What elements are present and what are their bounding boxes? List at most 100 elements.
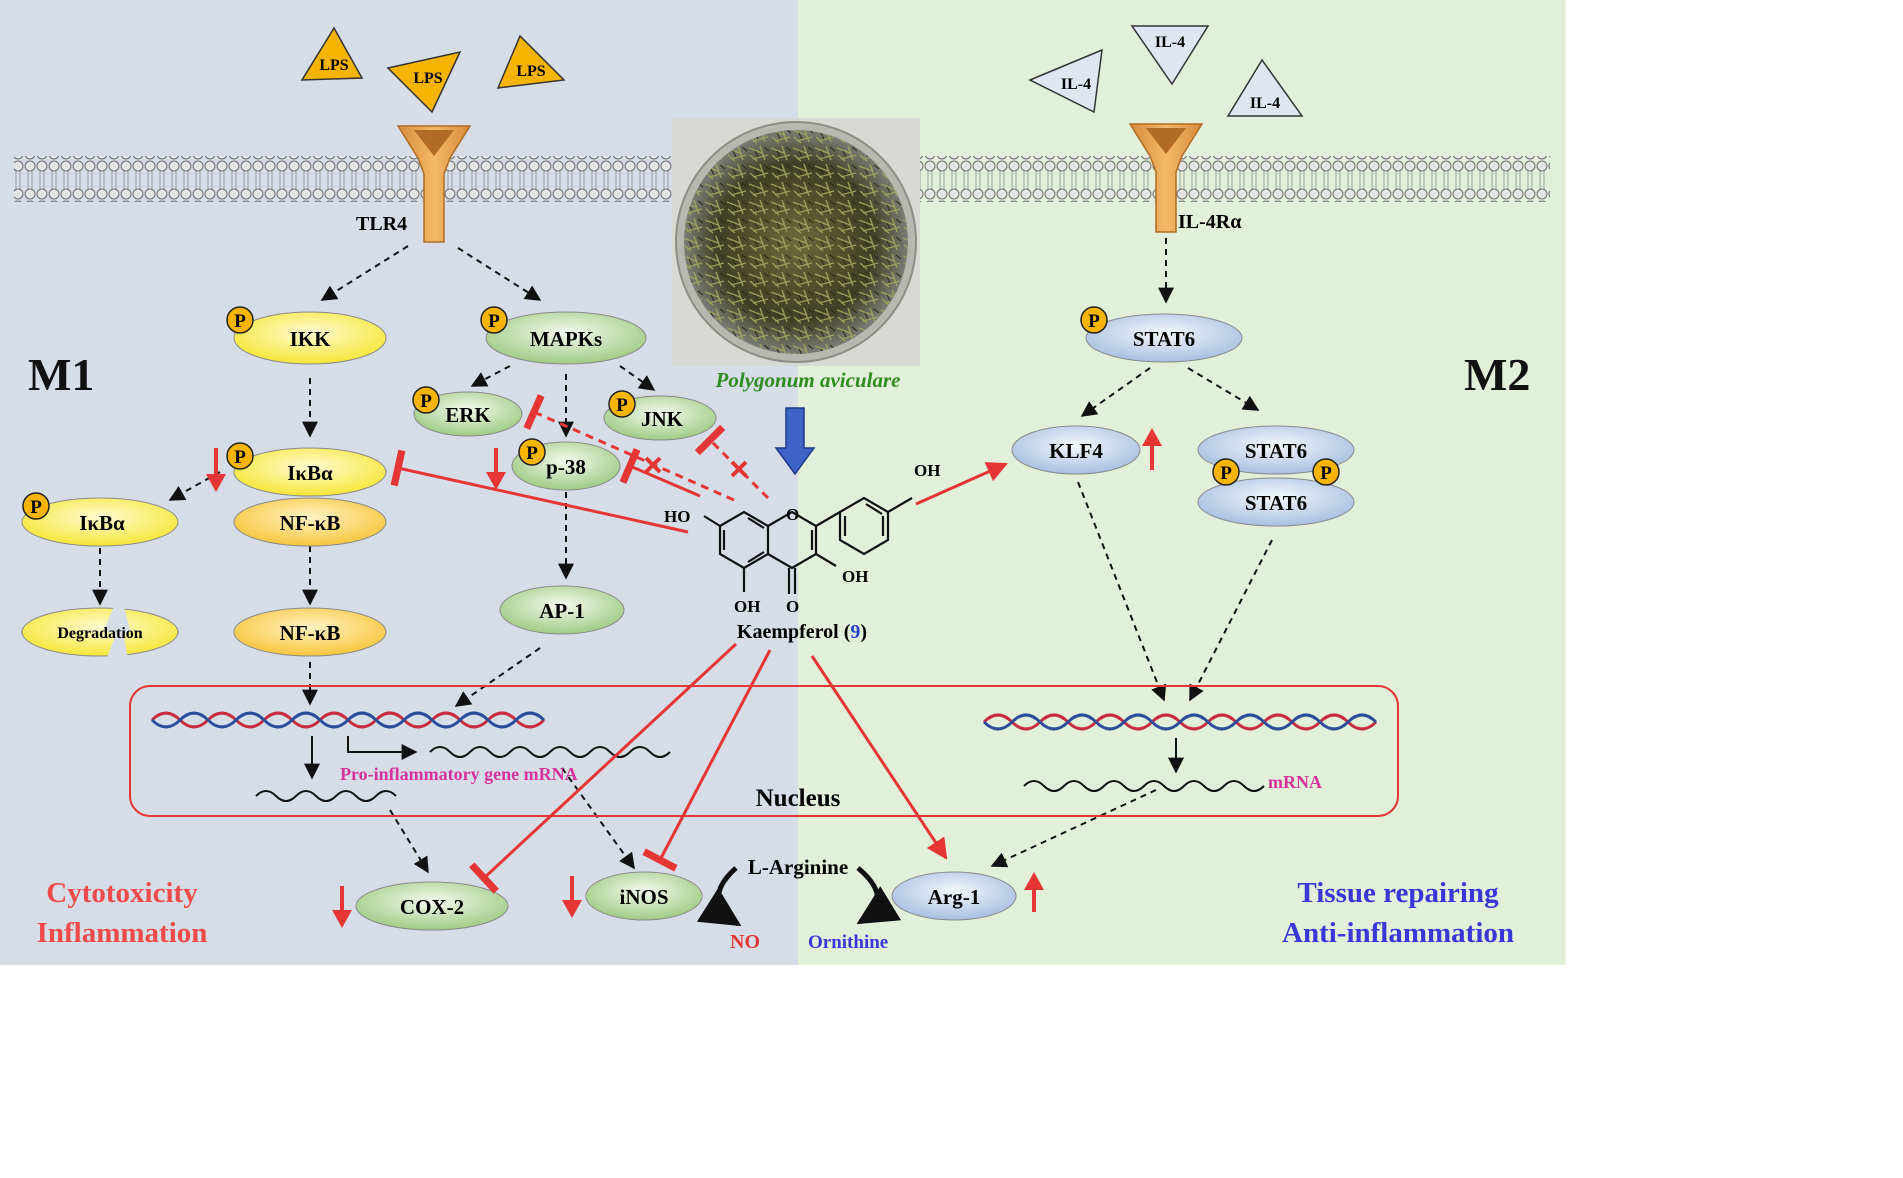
phosphate-icon: P xyxy=(226,442,254,470)
compound-name: Kaempferol xyxy=(737,621,839,643)
up-arrow-icon xyxy=(1142,428,1162,470)
stat6-dimer-bottom-node: STAT6 xyxy=(1197,477,1355,527)
svg-text:Arg-1: Arg-1 xyxy=(928,885,980,909)
svg-text:COX-2: COX-2 xyxy=(400,895,464,919)
degradation-node: Degradation xyxy=(21,606,179,660)
il4-ligand: IL-4 xyxy=(1226,58,1304,117)
down-arrow-icon xyxy=(332,886,352,928)
phosphate-icon: P xyxy=(608,390,636,418)
m2-outcome-line1: Tissue repairing xyxy=(1297,877,1499,909)
down-arrow-icon xyxy=(206,448,226,492)
pathway-diagram: M1 M2 LPS LPS LPS IL-4 IL-4 IL-4 TLR4 IL… xyxy=(0,0,1566,965)
atom-oh-c3: OH xyxy=(842,567,868,586)
dna-helix-icon xyxy=(982,713,1378,731)
svg-text:AP-1: AP-1 xyxy=(539,599,585,623)
svg-text:IκBα: IκBα xyxy=(287,461,333,485)
ikk-node: IKK xyxy=(233,311,387,365)
cox2-node: COX-2 xyxy=(355,881,509,931)
svg-text:STAT6: STAT6 xyxy=(1133,327,1195,351)
phosphate-icon: P xyxy=(1080,306,1108,334)
phospho-ikba-node: IκBα xyxy=(21,497,179,547)
svg-text:IκBα: IκBα xyxy=(79,511,125,535)
svg-text:P: P xyxy=(1088,311,1100,332)
kaempferol-structure xyxy=(703,496,913,594)
cell-membrane-right xyxy=(918,156,1550,202)
atom-carbonyl-o: O xyxy=(786,597,799,616)
lps-label: LPS xyxy=(516,63,545,80)
nucleus-boundary xyxy=(129,685,1399,817)
mrna-strand-icon xyxy=(255,746,1265,802)
svg-text:KLF4: KLF4 xyxy=(1049,439,1103,463)
lps-label: LPS xyxy=(413,70,442,87)
lps-ligand: LPS xyxy=(386,50,462,114)
il4-ligand: IL-4 xyxy=(1130,25,1210,86)
klf4-node: KLF4 xyxy=(1011,425,1141,475)
phosphate-icon: P xyxy=(518,438,546,466)
ap1-node: AP-1 xyxy=(499,585,625,635)
down-arrow-icon xyxy=(562,876,582,918)
plant-sample-image xyxy=(672,118,920,366)
phosphate-icon: P xyxy=(480,306,508,334)
svg-text:P: P xyxy=(234,447,246,468)
dna-helix-icon xyxy=(150,711,546,729)
svg-text:Degradation: Degradation xyxy=(57,625,142,642)
svg-text:P: P xyxy=(234,311,246,332)
nucleus-label: Nucleus xyxy=(756,785,841,812)
erk-node: ERK xyxy=(413,391,523,437)
svg-text:iNOS: iNOS xyxy=(619,885,668,909)
ornithine-label: Ornithine xyxy=(808,932,888,953)
m1-outcome-line2: Inflammation xyxy=(37,917,208,949)
m2-label: M2 xyxy=(1464,349,1530,400)
svg-text:MAPKs: MAPKs xyxy=(530,327,602,351)
lps-label: LPS xyxy=(319,57,348,74)
svg-text:P: P xyxy=(526,443,538,464)
svg-text:P: P xyxy=(488,311,500,332)
mrna-label: mRNA xyxy=(1268,772,1322,792)
plant-name: Polygonum aviculare xyxy=(715,368,901,392)
stat6-dimer-top-node: STAT6 xyxy=(1197,425,1355,475)
stat6-node: STAT6 xyxy=(1085,313,1243,363)
svg-text:NF-κB: NF-κB xyxy=(280,621,341,645)
compound-number: 9 xyxy=(850,621,860,643)
svg-text:P: P xyxy=(1220,463,1232,484)
tlr4-label: TLR4 xyxy=(356,213,407,235)
phosphate-icon: P xyxy=(1212,458,1240,486)
tlr4-receptor xyxy=(396,125,472,243)
compound-label: Kaempferol(9) xyxy=(737,621,867,643)
down-arrow-icon xyxy=(486,448,506,490)
svg-text:P: P xyxy=(420,391,432,412)
phosphate-icon: P xyxy=(226,306,254,334)
svg-text:ERK: ERK xyxy=(445,403,491,427)
signaling-arrows xyxy=(92,238,1273,874)
svg-text:STAT6: STAT6 xyxy=(1245,439,1307,463)
il4-label: IL-4 xyxy=(1155,34,1185,51)
svg-text:P: P xyxy=(1320,463,1332,484)
atom-ho-left: HO xyxy=(664,507,690,526)
arg1-node: Arg-1 xyxy=(891,871,1017,921)
l-arginine-label: L-Arginine xyxy=(748,855,848,879)
svg-text:STAT6: STAT6 xyxy=(1245,491,1307,515)
up-arrow-icon xyxy=(1024,872,1044,912)
svg-text:P: P xyxy=(30,497,42,518)
lps-ligand: LPS xyxy=(300,26,364,81)
phosphate-icon: P xyxy=(1312,458,1340,486)
phosphate-icon: P xyxy=(412,386,440,414)
il4r-receptor xyxy=(1128,123,1204,233)
inos-node: iNOS xyxy=(585,871,703,921)
svg-text:IKK: IKK xyxy=(290,327,332,351)
svg-text:P: P xyxy=(616,395,628,416)
mapks-node: MAPKs xyxy=(485,311,647,365)
block-mark-icon xyxy=(644,456,748,478)
svg-text:p-38: p-38 xyxy=(546,455,586,479)
il4-label: IL-4 xyxy=(1061,76,1091,93)
atom-ring-o: O xyxy=(786,505,799,524)
blue-down-arrow-icon xyxy=(774,407,816,476)
blocked-dashed-lines xyxy=(523,394,770,502)
metabolism-curved-arrows xyxy=(696,866,902,927)
il4-ligand: IL-4 xyxy=(1028,48,1103,114)
il4r-label: IL-4Rα xyxy=(1178,211,1241,233)
pro-inflammatory-mrna-label: Pro-inflammatory gene mRNA xyxy=(340,764,578,784)
il4-label: IL-4 xyxy=(1250,95,1280,112)
transcription-arrows xyxy=(304,736,1184,780)
lps-ligand: LPS xyxy=(496,34,566,89)
